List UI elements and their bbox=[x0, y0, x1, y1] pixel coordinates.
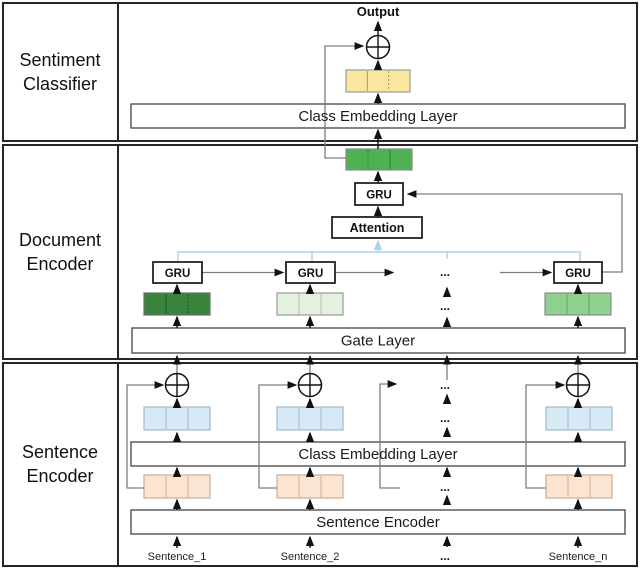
gru-feedback-line bbox=[406, 190, 623, 273]
plus-circle-icon-sentencen bbox=[565, 372, 591, 398]
gru1-label: GRU bbox=[165, 268, 191, 280]
sentence-label-cell bbox=[2, 362, 119, 567]
grun-label: GRU bbox=[565, 268, 591, 280]
gru-box-1 bbox=[152, 261, 203, 284]
sentence-section-label-line1: Sentence bbox=[22, 442, 98, 462]
skip-connection-ellipsis bbox=[379, 380, 400, 489]
attention-box bbox=[331, 216, 423, 239]
class-embed-vector-box-n bbox=[545, 406, 613, 431]
output-label: Output bbox=[357, 4, 400, 19]
class-embedding-layer-label-top: Class Embedding Layer bbox=[298, 108, 457, 125]
skip-connection-document-to-adder bbox=[324, 42, 365, 159]
gate-layer-label: Gate Layer bbox=[341, 333, 415, 350]
skip-connection-sentence2 bbox=[258, 381, 298, 489]
gru-box-2 bbox=[285, 261, 336, 284]
sentence-encoder-label: Sentence Encoder bbox=[316, 514, 439, 531]
sentence2-vector-box bbox=[276, 292, 344, 316]
sentence-vector-box-2 bbox=[276, 474, 344, 499]
attention-label: Attention bbox=[350, 221, 405, 235]
sentencen-vector-box bbox=[544, 292, 612, 316]
attention-fan-line bbox=[177, 251, 581, 262]
input-label-n: Sentence_n bbox=[549, 551, 608, 563]
plus-circle-icon-sentence2 bbox=[297, 372, 323, 398]
class-embed-vector-box-2 bbox=[276, 406, 344, 431]
doc-gru-row-ellipsis: ... bbox=[440, 265, 450, 279]
skip-connection-sentence1 bbox=[126, 381, 165, 489]
sent-adder-row-ellipsis: ... bbox=[440, 378, 450, 392]
class-embed-vector-box-1 bbox=[143, 406, 211, 431]
sentence1-vector-box bbox=[143, 292, 211, 316]
input-label-1: Sentence_1 bbox=[148, 551, 207, 563]
input-label-2: Sentence_2 bbox=[281, 551, 340, 563]
flow-arrows bbox=[172, 20, 583, 548]
document-section-label-line2: Encoder bbox=[26, 254, 93, 274]
class-embedding-layer-box-top bbox=[130, 103, 626, 129]
sentence-section-label-line2: Encoder bbox=[26, 466, 93, 486]
sent-orange-row-ellipsis: ... bbox=[440, 480, 450, 494]
gru-box-top bbox=[354, 182, 404, 206]
document-vector-box bbox=[345, 148, 413, 171]
sent-blue-row-ellipsis: ... bbox=[440, 411, 450, 425]
classifier-label-cell bbox=[2, 2, 119, 142]
doc-vec-row-ellipsis: ... bbox=[440, 299, 450, 313]
gate-layer-box bbox=[131, 327, 626, 354]
gru2-label: GRU bbox=[298, 268, 324, 280]
plus-circle-icon-sentence1 bbox=[164, 372, 190, 398]
sentence-encoder-layer-box bbox=[130, 509, 626, 535]
input-label-dots: ... bbox=[440, 549, 450, 563]
sentence-vector-box-n bbox=[545, 474, 613, 499]
skip-connection-sentencen bbox=[525, 381, 566, 489]
classifier-section-label-line2: Classifier bbox=[23, 74, 97, 94]
plus-circle-icon-classifier bbox=[365, 34, 391, 60]
sentence-vector-box-1 bbox=[143, 474, 211, 499]
class-embedding-layer-box-bottom bbox=[130, 441, 626, 467]
gru-top-label: GRU bbox=[366, 190, 392, 202]
class-vector-box bbox=[345, 69, 411, 93]
classifier-section-label-line1: Sentiment bbox=[19, 50, 100, 70]
document-section-label-line1: Document bbox=[19, 230, 101, 250]
gru-box-n bbox=[553, 261, 603, 284]
class-embedding-layer-label-bottom: Class Embedding Layer bbox=[298, 446, 457, 463]
document-label-cell bbox=[2, 144, 119, 360]
